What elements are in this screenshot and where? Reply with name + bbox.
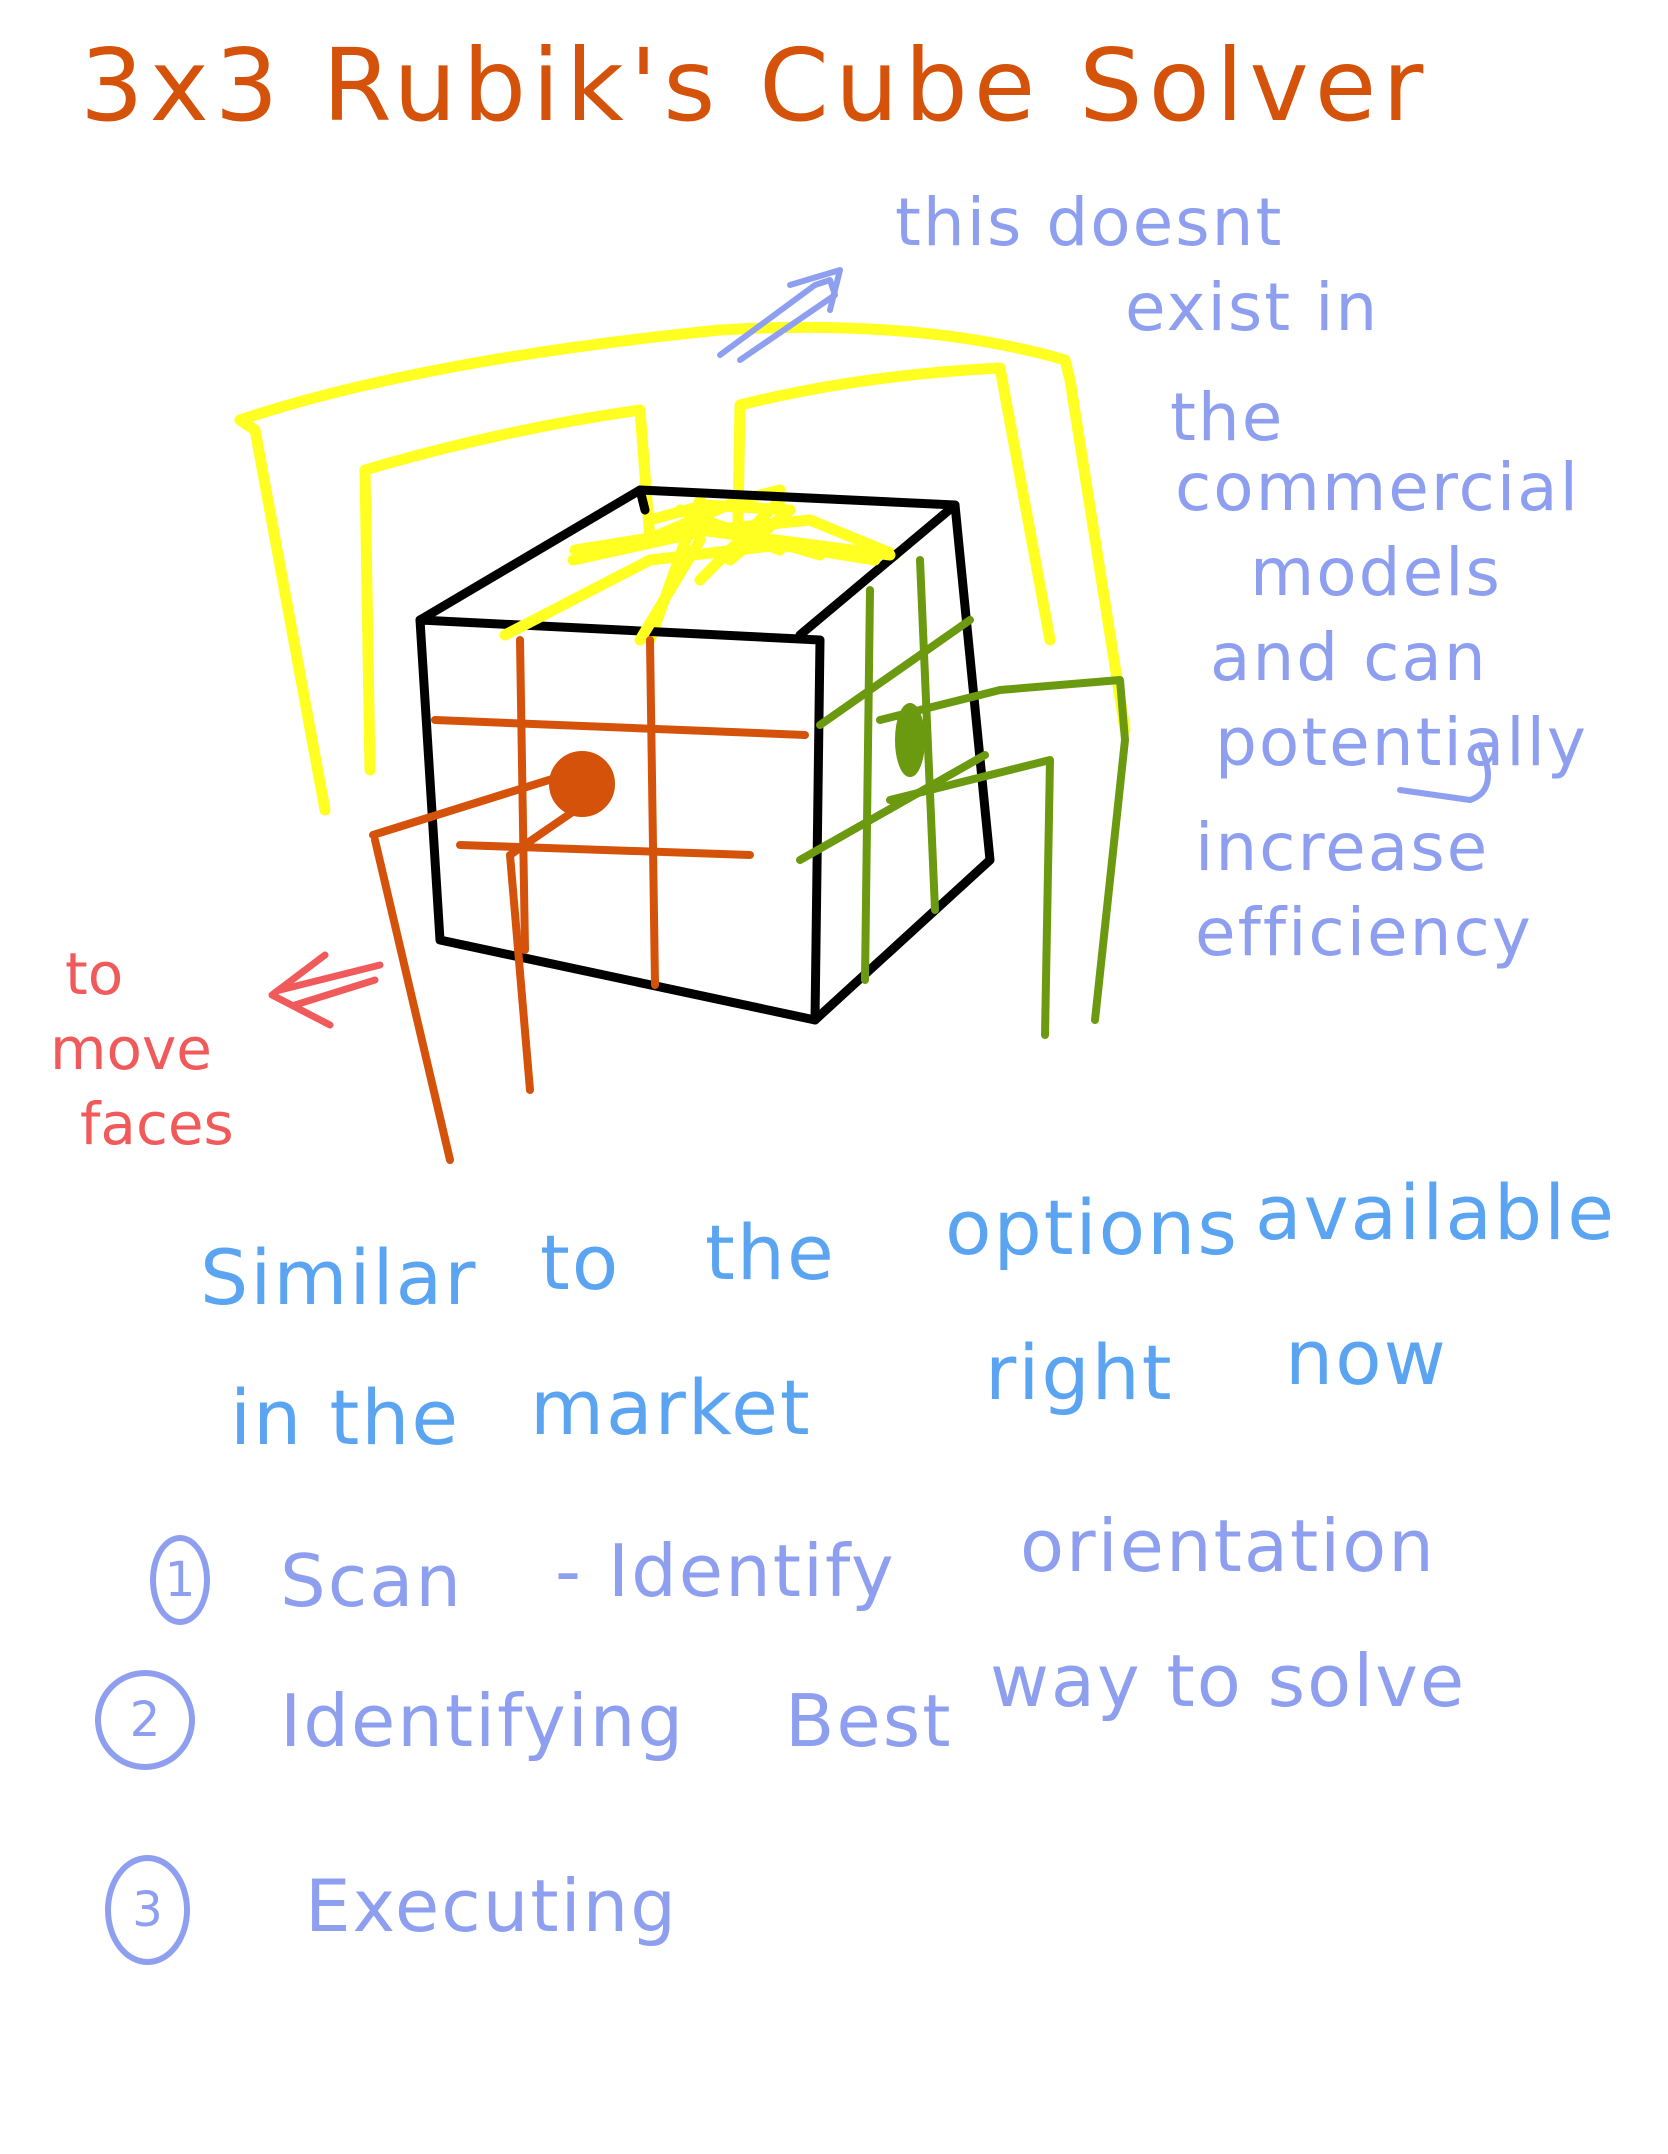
side-arm-inner [886,756,1054,1039]
step-3-number: 3 [132,1882,163,1938]
front-arm-upper [369,771,594,1094]
note-line-4: commercial [1175,449,1580,526]
step-3-badge: 3 [105,1855,190,1965]
move-note-line-3: faces [80,1090,234,1158]
move-faces-arrow-icon [268,951,384,1029]
para-word-market: market [530,1363,812,1452]
note-line-9: efficiency [1195,894,1533,971]
para-word-the: the [705,1208,836,1297]
front-face-outline [415,615,825,1025]
top-grid [499,514,896,646]
para-word-options: options [945,1183,1239,1272]
outer-arm [234,321,1131,816]
para-word-to: to [540,1218,621,1307]
para-word-in-the: in the [230,1373,461,1462]
note-arrow-icon [717,267,843,363]
front-h-2 [456,841,754,859]
side-face-grid [796,556,1129,1039]
front-gripper-dot [549,751,615,817]
step-2-badge: 2 [95,1670,195,1770]
front-arm-lower [371,836,454,1164]
right-inner-arm [732,362,1056,646]
para-word-available: available [1255,1168,1617,1257]
side-v-1 [861,586,874,984]
side-h-1 [816,616,974,729]
top-rail-3 [644,499,796,526]
side-h-2 [796,751,989,864]
note-line-2: exist in [1125,269,1380,346]
top-grid-line-3 [634,534,706,646]
note-line-6: and can [1210,619,1488,696]
front-v-1 [516,636,529,954]
page-title: 3x3 Rubik's Cube Solver [80,27,1430,144]
note-line-5: models [1250,534,1502,611]
step-2-detail2: way to solve [990,1639,1467,1723]
left-inner-arm [359,404,656,776]
step-2-detail: Best [785,1679,953,1763]
side-arm-outer [876,676,1129,1024]
side-gripper-dot [895,703,925,777]
top-back-corner [635,485,650,515]
note-line-3: the [1170,379,1285,456]
para-word-now: now [1285,1313,1448,1402]
move-note-line-1: to [65,940,124,1008]
front-h-1 [431,716,809,739]
top-grid-line-4 [694,514,826,561]
note-flourish [1397,742,1491,803]
step-2-number: 2 [129,1692,161,1748]
note-line-7: potentially [1215,704,1588,781]
step-1-text: Scan [280,1539,464,1623]
para-word-similar: Similar [200,1233,478,1322]
note-line-1: this doesnt [895,184,1284,261]
top-grid-line-2 [569,524,896,561]
front-face-grid [369,636,809,1164]
step-1-detail: - Identify [555,1529,896,1613]
para-word-right: right [985,1328,1174,1417]
step-1-number: 1 [164,1552,196,1608]
top-grid-line-1 [499,539,881,641]
step-3-text: Executing [305,1864,678,1948]
step-1-detail2: orientation [1020,1504,1436,1588]
front-v-2 [646,636,659,989]
step-2-text: Identifying [280,1679,686,1763]
note-line-8: increase [1195,809,1490,886]
step-1-badge: 1 [150,1535,210,1625]
side-v-2 [916,556,939,914]
move-note-line-2: move [50,1015,212,1083]
top-face-outline [415,485,960,640]
